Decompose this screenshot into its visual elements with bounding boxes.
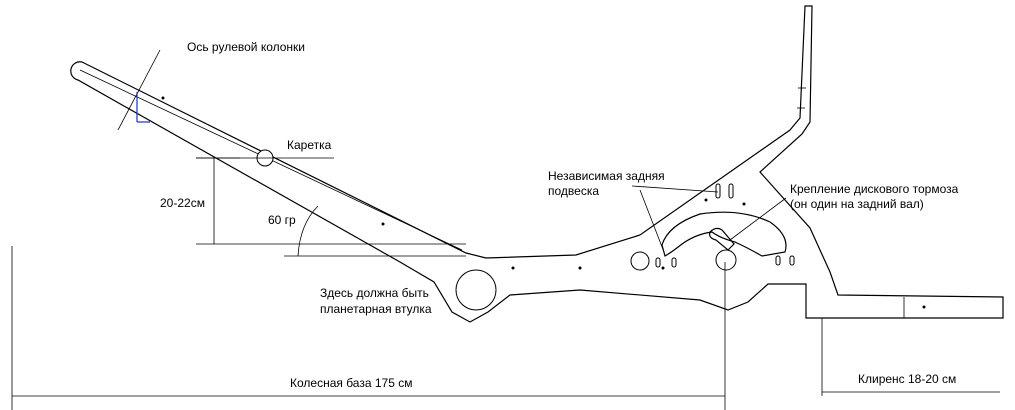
bolt-hole (742, 202, 746, 206)
suspension-leader (639, 189, 665, 253)
carriage-label: Каретка (287, 138, 332, 152)
bolt-hole (661, 266, 665, 270)
slot (715, 183, 721, 199)
bolt-hole (704, 198, 708, 202)
brake-leader (729, 197, 787, 241)
planetary-hub (455, 269, 497, 311)
brake-label-1: Крепление дискового тормоза (790, 182, 959, 196)
suspension-pivot (630, 251, 650, 271)
slot (671, 257, 677, 268)
steering-arm-outline (70, 5, 1004, 323)
steering-axis-line (117, 49, 161, 131)
slot (728, 183, 734, 199)
bolt-hole (922, 305, 926, 309)
slot (789, 255, 795, 266)
steering-axis-label: Ось рулевой колонки (187, 40, 306, 54)
brake-mount-bracket (709, 227, 735, 251)
hub-label-1: Здесь должна быть (320, 286, 429, 300)
slot (775, 255, 781, 266)
angle-label: 60 гр (268, 213, 296, 227)
suspension-cutout (661, 211, 787, 257)
rear-suspension-label-2: подвеска (548, 184, 600, 198)
slot (655, 257, 661, 268)
rear-axle (715, 249, 737, 271)
clearance-label: Клиренс 18-20 см (858, 372, 957, 386)
wheelbase-label: Колесная база 175 см (290, 376, 413, 390)
rear-suspension-label-1: Независимая задняя (548, 169, 665, 183)
bolt-hole (511, 266, 515, 270)
bolt-hole (578, 266, 582, 270)
bolt-hole (381, 222, 385, 226)
height-label: 20-22см (160, 196, 205, 210)
angle-arc (297, 205, 319, 257)
bolt-hole (161, 96, 165, 100)
suspension-leader (631, 185, 719, 193)
hub-label-2: планетарная втулка (320, 302, 432, 316)
brake-label-2: (он один на задний вал) (790, 197, 924, 211)
